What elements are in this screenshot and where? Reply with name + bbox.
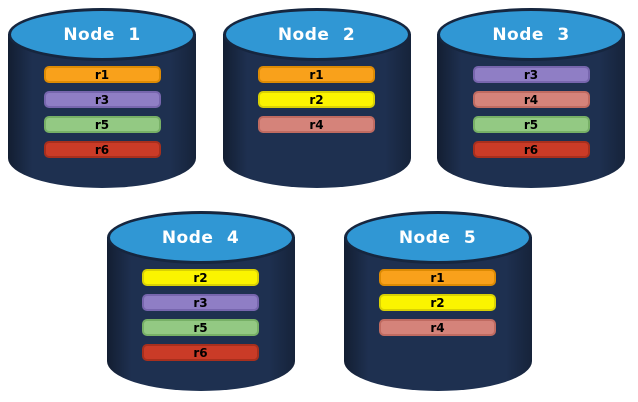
node-4-replica-r2: r2 (142, 269, 259, 286)
node-3-replica-r6: r6 (472, 141, 590, 158)
node-3-replica-r3-label: r3 (523, 67, 539, 82)
node-1-replica-r3-label: r3 (94, 92, 110, 107)
node-4-cylinder: Node 4 r2 r3 r5 r6 (106, 211, 295, 391)
node-3-cylinder: Node 3 r3 r4 r5 r6 (437, 8, 625, 188)
node-1-replica-r1: r1 (43, 66, 161, 83)
node-3-replica-r6-label: r6 (523, 142, 539, 157)
node-2-replica-r4-label: r4 (309, 117, 324, 132)
node-3-replica-r3: r3 (472, 66, 590, 83)
node-2-replica-r4: r4 (258, 116, 375, 133)
node-row-top: Node 1 r1 r3 r5 r6 Node 2 r1 r2 r4 Node 3 r3 r4 r5 r6 (8, 8, 625, 188)
node-1-replica-r6-label: r6 (94, 142, 110, 157)
node-1-replica-r5: r5 (43, 116, 161, 133)
node-4-cylinder-top: Node 4 (106, 211, 295, 264)
node-4-replica-r2-label: r2 (193, 270, 208, 285)
node-row-bottom: Node 4 r2 r3 r5 r6 Node 5 r1 r2 r4 (0, 211, 638, 391)
node-3-replica-list: r3 r4 r5 r6 (437, 66, 625, 158)
node-5-cylinder-top: Node 5 (343, 211, 532, 264)
node-1-replica-r5-label: r5 (94, 117, 110, 132)
node-5-cylinder-body (343, 237, 532, 391)
node-4-replica-r3: r3 (142, 294, 259, 311)
node-2-title: Node 2 (277, 25, 356, 45)
node-5-replica-r2-label: r2 (430, 295, 445, 310)
node-1-replica-r6: r6 (43, 141, 161, 158)
node-1-replica-r1-label: r1 (94, 67, 110, 82)
node-4-replica-list: r2 r3 r5 r6 (107, 269, 295, 361)
node-1-cylinder-top: Node 1 (8, 8, 196, 61)
node-1-cylinder: Node 1 r1 r3 r5 r6 (8, 8, 196, 188)
node-4-cylinder-body (106, 237, 295, 391)
node-2-cylinder-top: Node 2 (222, 8, 411, 61)
node-3-replica-r4: r4 (472, 91, 590, 108)
node-3-cylinder-top: Node 3 (437, 8, 625, 61)
node-5-replica-list: r1 r2 r4 (344, 269, 532, 336)
node-2-replica-r1-label: r1 (309, 67, 324, 82)
node-2-replica-r1: r1 (258, 66, 375, 83)
node-4-replica-r6: r6 (142, 344, 259, 361)
node-5-replica-r4: r4 (379, 319, 496, 336)
node-3-replica-r4-label: r4 (523, 92, 539, 107)
node-2-replica-list: r1 r2 r4 (223, 66, 411, 133)
node-5-replica-r1-label: r1 (430, 270, 445, 285)
node-1-replica-list: r1 r3 r5 r6 (8, 66, 196, 158)
node-1-replica-r3: r3 (43, 91, 161, 108)
node-1-title: Node 1 (63, 25, 141, 45)
node-2-replica-r2-label: r2 (309, 92, 324, 107)
node-5-cylinder: Node 5 r1 r2 r4 (343, 211, 532, 391)
node-5-replica-r4-label: r4 (430, 320, 445, 335)
node-3-replica-r5: r5 (472, 116, 590, 133)
node-4-replica-r3-label: r3 (193, 295, 208, 310)
node-3-replica-r5-label: r5 (523, 117, 539, 132)
node-4-replica-r5: r5 (142, 319, 259, 336)
node-5-replica-r2: r2 (379, 294, 496, 311)
node-2-cylinder: Node 2 r1 r2 r4 (222, 8, 411, 188)
node-5-title: Node 5 (398, 228, 477, 248)
node-2-replica-r2: r2 (258, 91, 375, 108)
node-4-replica-r6-label: r6 (193, 345, 208, 360)
node-3-title: Node 3 (492, 25, 570, 45)
node-4-replica-r5-label: r5 (193, 320, 208, 335)
node-4-title: Node 4 (161, 228, 240, 248)
node-5-replica-r1: r1 (379, 269, 496, 286)
